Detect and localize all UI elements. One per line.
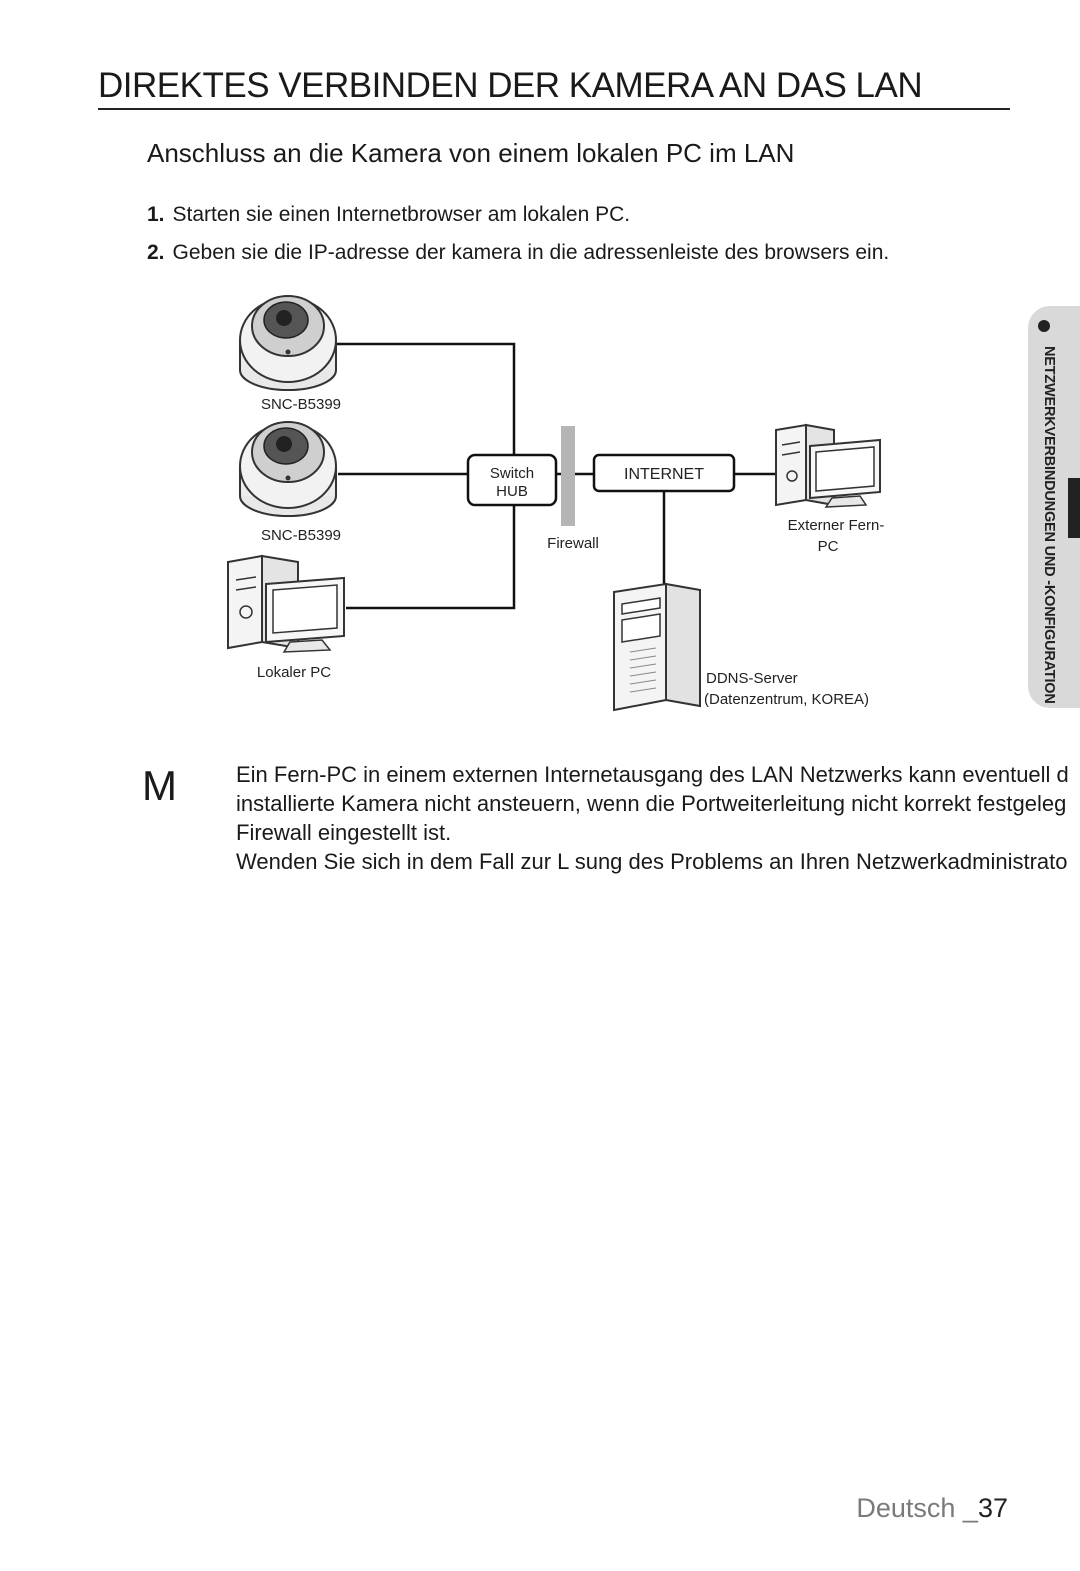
step-item: 1. Starten sie einen Internetbrowser am l… [147,200,889,238]
note-line: installierte Kamera nicht ansteuern, wen… [236,791,1067,816]
dome-camera-icon [239,295,337,391]
switch-label: Switch [490,465,534,482]
bullet-dot-icon [1038,320,1050,332]
chapter-side-tab [1028,306,1080,708]
dome-camera-icon [239,421,337,517]
page-title: DIREKTES VERBINDEN DER KAMERA AN DAS LAN [98,66,1010,110]
external-pc-label-line2: PC [818,538,839,555]
external-pc-icon [775,423,881,508]
step-text: Starten sie einen Internetbrowser am lok… [172,203,631,226]
firewall-label: Firewall [547,535,599,552]
note-line: Ein Fern-PC in einem externen Internetau… [236,762,1069,787]
step-text: Geben sie die IP-adresse der kamera in d… [172,241,890,264]
network-diagram: SNC-B5399 SNC-B5399 Lokaler PC Switch HU… [227,295,885,712]
step-number: 2. [147,241,165,264]
chapter-side-label: NETZWERKVERBINDUNGEN UND -KONFIGURATION [1041,346,1057,704]
camera2-label: SNC-B5399 [261,527,341,544]
internet-label: INTERNET [624,466,704,483]
external-pc-label-line1: Externer Fern- [788,517,885,534]
local-pc-icon [227,554,345,653]
note-text: Ein Fern-PC in einem externen Internetau… [236,760,1080,876]
ddns-label-line2: (Datenzentrum, KOREA) [704,691,869,708]
note-icon: M [142,762,177,809]
internet-box [592,453,736,493]
server-icon [613,582,701,712]
step-number: 1. [147,203,165,226]
hub-label: HUB [496,483,528,500]
note-line: Wenden Sie sich in dem Fall zur L sung d… [236,849,1068,874]
local-pc-label: Lokaler PC [257,664,331,681]
page-footer: Deutsch _37 [856,1493,1008,1524]
switch-hub-box [466,453,558,507]
step-item: 2. Geben sie die IP-adresse der kamera in… [147,238,889,276]
footer-language: Deutsch _ [856,1493,978,1523]
camera1-label: SNC-B5399 [261,396,341,413]
note-line: Firewall eingestellt ist. [236,820,452,845]
page-number: 37 [977,1493,1008,1523]
firewall-bar [561,426,575,526]
instruction-steps: 1. Starten sie einen Internetbrowser am l… [147,200,889,276]
chapter-marker [1068,478,1080,538]
section-subtitle: Anschluss an die Kamera von einem lokale… [147,138,795,168]
ddns-label-line1: DDNS-Server [706,670,798,687]
